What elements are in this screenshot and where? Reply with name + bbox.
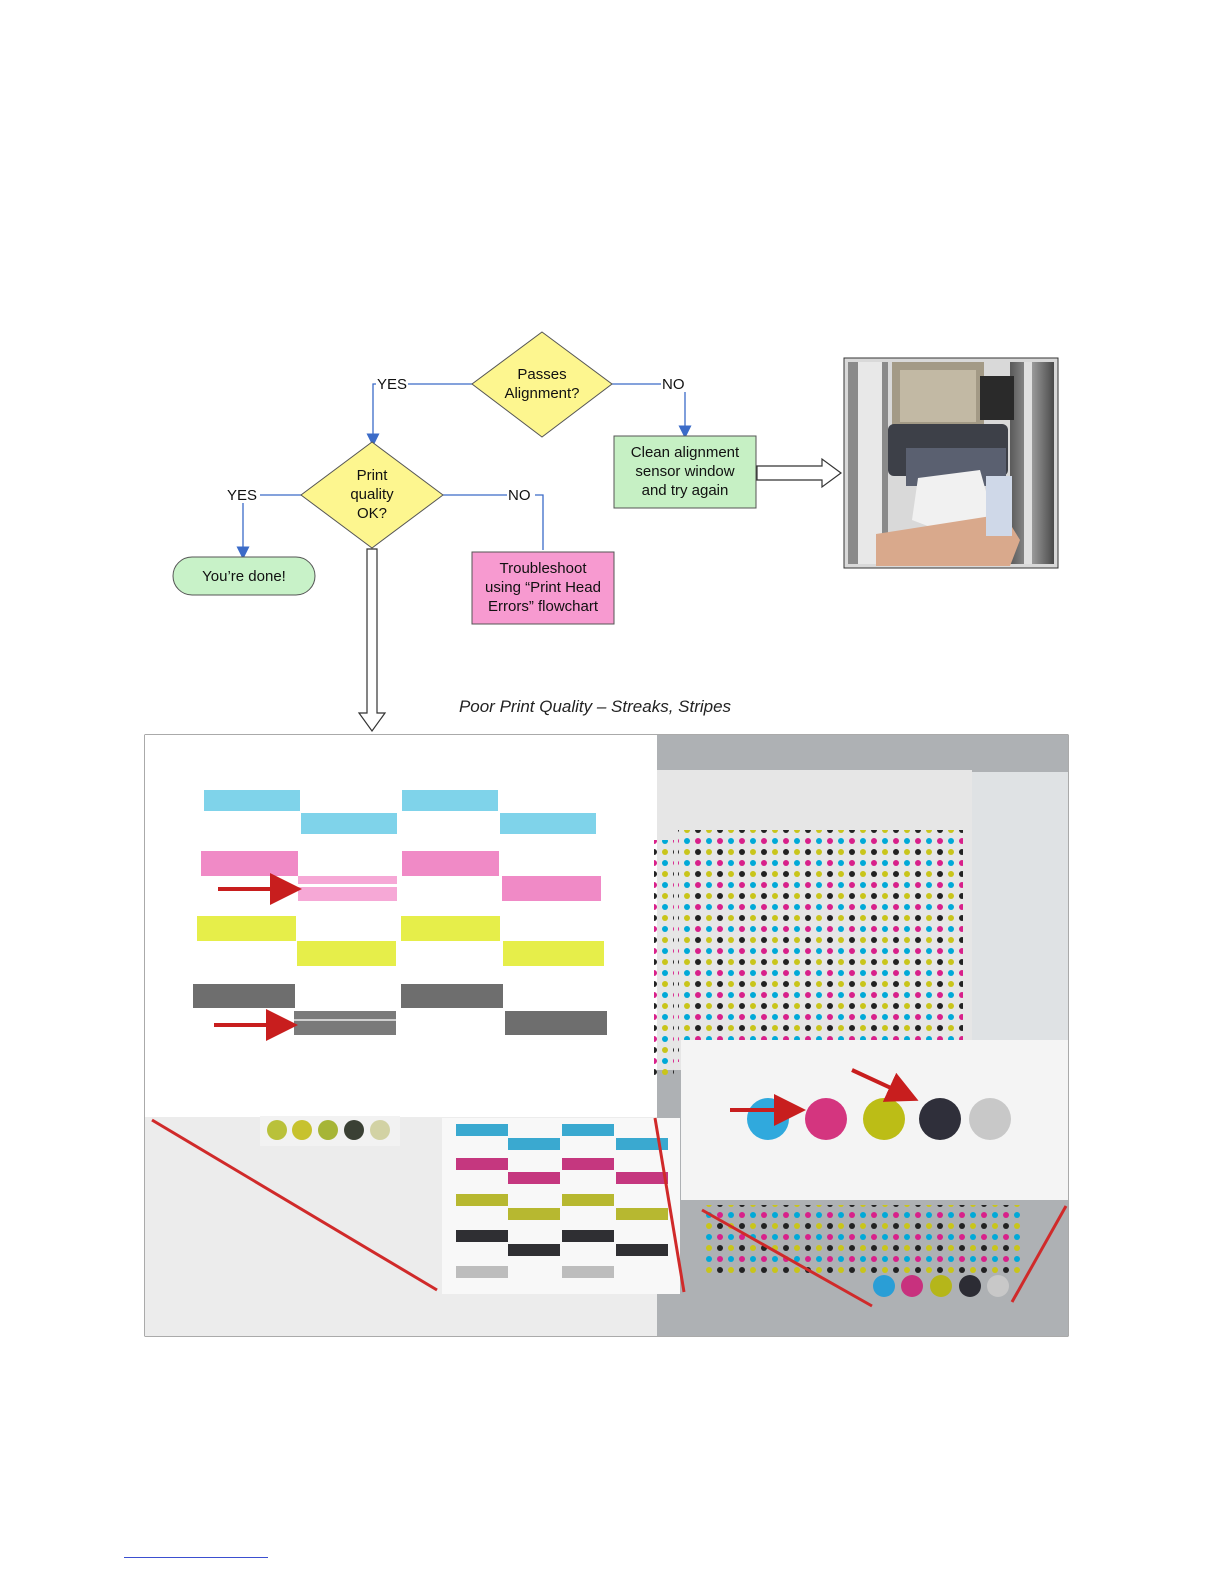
small-ink-ring-row [260,1116,400,1146]
decision-passes-alignment-line1: Passes [517,366,566,383]
hollow-arrow-right [757,459,841,487]
decision-print-quality: Print quality OK? [301,442,443,548]
process-clean-sensor-line2: sensor window [635,463,734,480]
terminal-done: You’re done! [173,557,315,595]
process-troubleshoot: Troubleshoot using “Print Head Errors” f… [472,552,614,624]
process-troubleshoot-line1: Troubleshoot [500,560,588,577]
label-yes-top: YES [377,376,407,393]
print-quality-photo [145,735,1068,1336]
decision-print-quality-line1: Print [357,467,389,484]
photo-caption: Poor Print Quality – Streaks, Stripes [440,697,750,717]
process-troubleshoot-line2: using “Print Head [485,579,601,596]
process-clean-sensor-line3: and try again [642,482,729,499]
label-yes-left: YES [227,487,257,504]
footnote-separator [124,1557,268,1558]
process-troubleshoot-line3: Errors” flowchart [488,598,599,615]
decision-print-quality-line3: OK? [357,505,387,522]
decision-passes-alignment-line2: Alignment? [504,385,579,402]
sensor-cleaning-photo [844,358,1058,568]
terminal-done-label: You’re done! [202,568,286,585]
checker-pattern-sheet [442,1118,680,1294]
process-clean-sensor-line1: Clean alignment [631,444,740,461]
decision-print-quality-line2: quality [350,486,394,503]
label-no-right: NO [508,487,531,504]
label-no-top: NO [662,376,685,393]
decision-passes-alignment: Passes Alignment? [472,332,612,437]
hollow-arrow-down [359,549,385,731]
process-clean-sensor: Clean alignment sensor window and try ag… [614,436,756,508]
nozzle-dot-grid [678,830,963,1062]
